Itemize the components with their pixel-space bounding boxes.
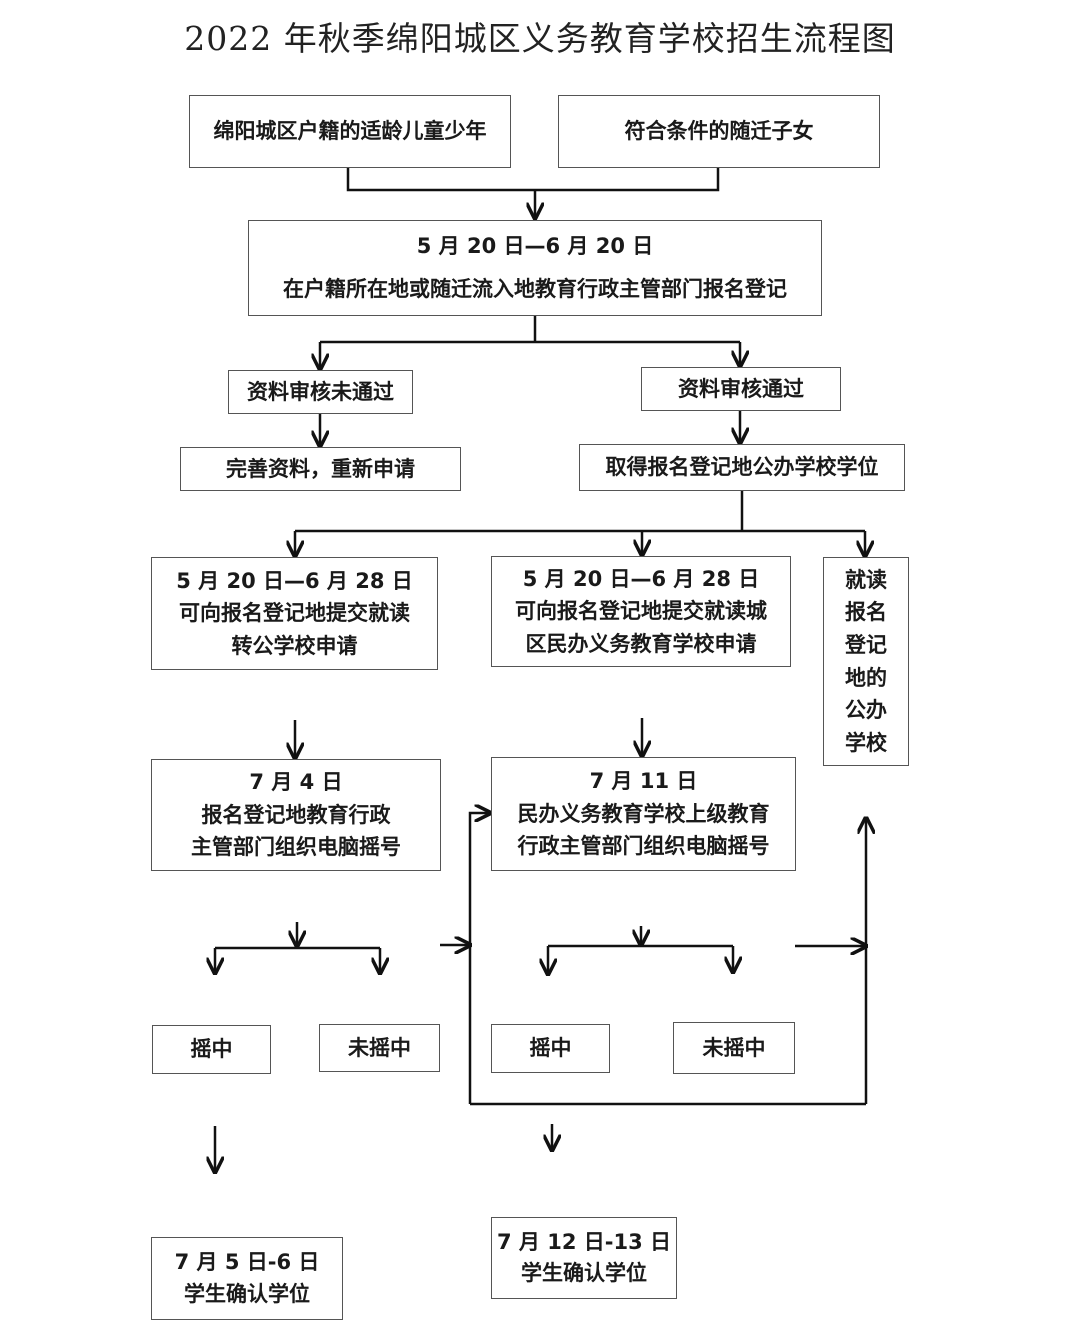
node-label: 地的 [845, 665, 887, 690]
node-review-pass: 资料审核通过 [641, 367, 841, 411]
node-public-seat: 取得报名登记地公办学校学位 [579, 444, 905, 491]
node-label: 登记 [845, 632, 887, 657]
node-label: 民办义务教育学校上级教育 [517, 801, 770, 826]
node-label: 可向报名登记地提交就读城 [515, 599, 767, 624]
chart-title: 2022 年秋季绵阳城区义务教育学校招生流程图 [184, 19, 896, 58]
node-label: 公办 [845, 698, 887, 723]
node-public-lose: 未摇中 [319, 1024, 440, 1072]
node-review-fail: 资料审核未通过 [228, 370, 413, 414]
node-label: 未摇中 [348, 1035, 411, 1060]
node-label: 绵阳城区户籍的适龄儿童少年 [213, 119, 487, 144]
node-label: 区民办义务教育学校申请 [525, 631, 757, 656]
node-label: 行政主管部门组织电脑摇号 [517, 834, 770, 859]
node-label: 主管部门组织电脑摇号 [191, 835, 401, 860]
node-label: 完善资料，重新申请 [226, 456, 415, 481]
node-label: 摇中 [190, 1037, 233, 1062]
node-private-apply: 5 月 20 日—6 月 28 日 可向报名登记地提交就读城 区民办义务教育学校… [491, 556, 791, 667]
node-label: 学校 [845, 730, 887, 755]
node-transfer-public: 5 月 20 日—6 月 28 日 可向报名登记地提交就读 转公学校申请 [151, 557, 438, 670]
node-label: 可向报名登记地提交就读 [179, 601, 410, 626]
node-label: 转公学校申请 [231, 633, 358, 658]
node-label: 摇中 [529, 1036, 572, 1061]
node-date: 7 月 5 日-6 日 [174, 1250, 320, 1274]
node-confirm-public: 7 月 5 日-6 日 学生确认学位 [151, 1237, 343, 1320]
loop-left-vertical [468, 813, 490, 1104]
node-label: 在户籍所在地或随迁流入地教育行政主管部门报名登记 [283, 277, 787, 301]
node-source-local: 绵阳城区户籍的适龄儿童少年 [189, 95, 511, 168]
node-label: 符合条件的随迁子女 [624, 119, 814, 144]
node-source-migrant: 符合条件的随迁子女 [558, 95, 880, 168]
node-date: 5 月 20 日—6 月 20 日 [416, 234, 654, 259]
node-date: 5 月 20 日—6 月 28 日 [176, 568, 413, 593]
node-label: 资料审核通过 [678, 376, 804, 401]
node-label: 就读 [845, 567, 887, 592]
merge-connector [346, 168, 720, 192]
node-private-win: 摇中 [491, 1024, 610, 1073]
node-label: 学生确认学位 [521, 1261, 647, 1285]
node-resubmit: 完善资料，重新申请 [180, 447, 461, 491]
node-attend-local: 就读 报名 登记 地的 公办 学校 [823, 557, 909, 766]
node-public-win: 摇中 [152, 1025, 271, 1074]
node-private-lose: 未摇中 [673, 1022, 795, 1074]
node-label: 取得报名登记地公办学校学位 [605, 455, 879, 480]
node-label: 资料审核未通过 [247, 379, 394, 404]
node-date: 5 月 20 日—6 月 28 日 [522, 566, 760, 591]
node-lottery-public: 7 月 4 日 报名登记地教育行政 主管部门组织电脑摇号 [151, 759, 441, 871]
node-registration: 5 月 20 日—6 月 20 日 在户籍所在地或随迁流入地教育行政主管部门报名… [248, 220, 822, 316]
node-label: 报名登记地教育行政 [201, 802, 391, 827]
node-lottery-private: 7 月 11 日 民办义务教育学校上级教育 行政主管部门组织电脑摇号 [491, 757, 796, 871]
node-label: 学生确认学位 [184, 1281, 310, 1306]
node-label: 未摇中 [702, 1035, 766, 1060]
node-date: 7 月 11 日 [589, 769, 698, 794]
node-date: 7 月 4 日 [249, 770, 343, 795]
node-date: 7 月 12 日-13 日 [496, 1229, 672, 1254]
node-confirm-private: 7 月 12 日-13 日 学生确认学位 [491, 1217, 677, 1299]
node-label: 报名 [845, 600, 887, 625]
